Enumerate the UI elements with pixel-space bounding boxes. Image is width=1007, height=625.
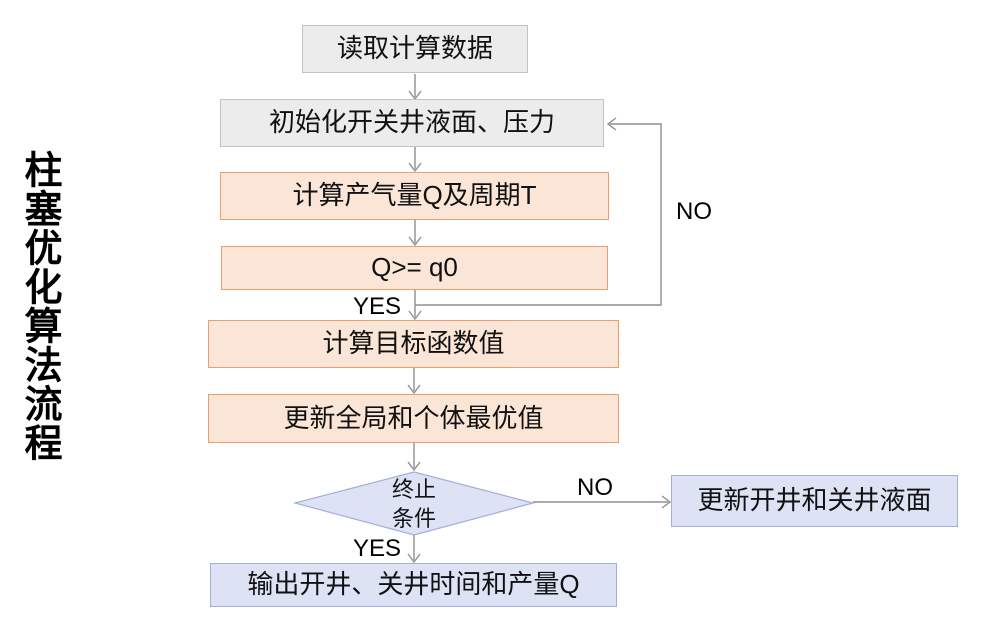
node-termination-condition-label: 终止 条件 bbox=[295, 473, 533, 535]
termination-line-2: 条件 bbox=[391, 506, 436, 531]
edge-label-yes-q: YES bbox=[353, 293, 402, 320]
node-update-open-close-levels: 更新开井和关井液面 bbox=[671, 475, 958, 527]
edge-check-yes-to-objective bbox=[408, 290, 422, 321]
node-calc-gas-period: 计算产气量Q及周期T bbox=[220, 172, 609, 220]
edge-check-no-loopback bbox=[415, 117, 662, 306]
edge-label-yes-terminate: YES bbox=[353, 535, 402, 562]
node-q-threshold-check: Q>= q0 bbox=[221, 246, 608, 290]
edge-label-no-terminate: NO bbox=[577, 474, 613, 501]
edge-label-no-loop: NO bbox=[676, 198, 712, 225]
node-read-data: 读取计算数据 bbox=[302, 25, 528, 73]
edge-diamond-no-to-updatelevels bbox=[533, 495, 672, 509]
node-termination-condition-shape bbox=[292, 471, 536, 536]
edge-diamond-yes-to-output bbox=[407, 535, 421, 564]
node-output-results: 输出开井、关井时间和产量Q bbox=[210, 563, 617, 607]
edge-objective-to-updatebest bbox=[407, 368, 421, 395]
node-update-best: 更新全局和个体最优值 bbox=[208, 394, 619, 443]
node-calc-objective: 计算目标函数值 bbox=[208, 320, 619, 368]
diagram-title: 柱塞优化算法流程 bbox=[18, 150, 60, 462]
termination-line-1: 终止 bbox=[391, 477, 436, 502]
node-init-levels-pressure: 初始化开关井液面、压力 bbox=[220, 99, 604, 147]
edge-updatebest-to-diamond bbox=[407, 443, 421, 472]
edge-read-to-init bbox=[408, 74, 422, 101]
edge-calc-to-check bbox=[408, 220, 422, 247]
edge-init-to-calc bbox=[408, 147, 422, 173]
